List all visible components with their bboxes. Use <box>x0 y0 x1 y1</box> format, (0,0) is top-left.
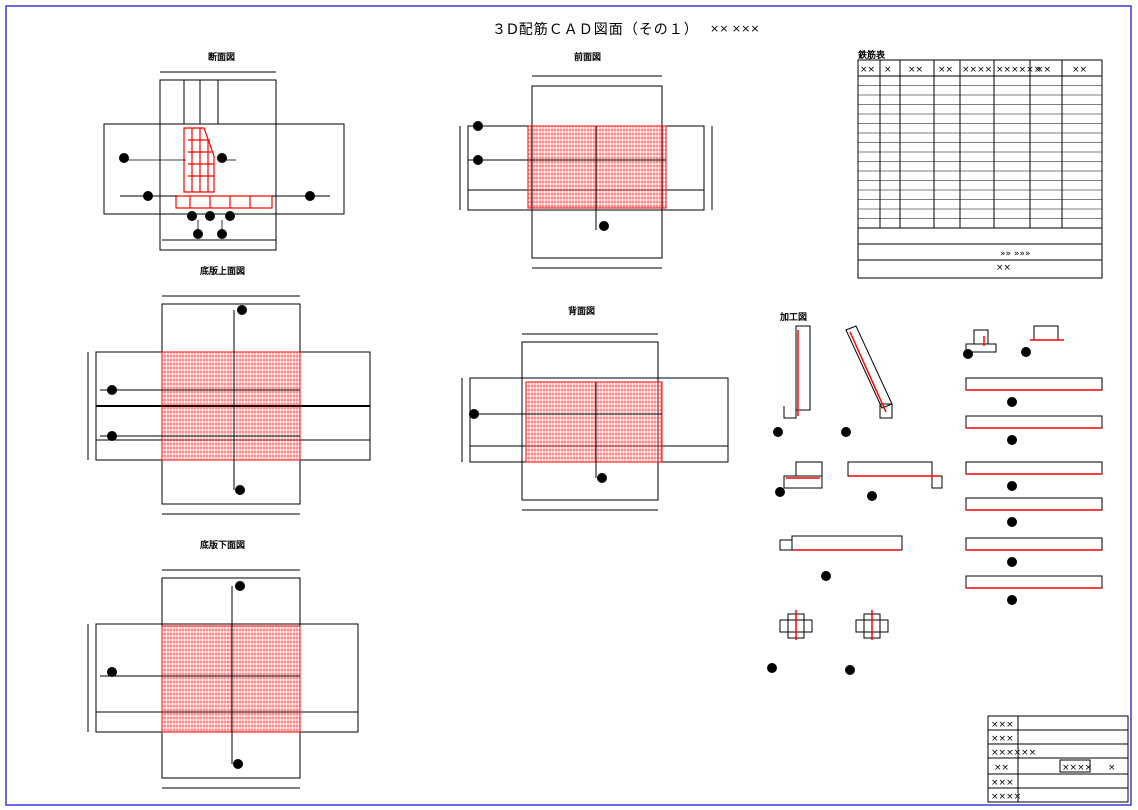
bar-shape <box>965 497 1103 511</box>
front-view-label: 前面図 <box>574 53 602 63</box>
title-block <box>987 715 1129 803</box>
title-block-row: ××× <box>991 778 1014 788</box>
table-footer-1: »» »»» <box>1000 249 1030 259</box>
table-header: ×× <box>938 65 953 75</box>
drawing-title: ３D配筋ＣＡＤ図面（その１） <box>492 22 699 38</box>
bar-shape <box>965 415 1103 429</box>
bar-shape <box>965 575 1103 589</box>
processing-view <box>767 325 1103 675</box>
table-header: ×× <box>1036 65 1051 75</box>
front-view <box>459 75 713 269</box>
section-view <box>103 71 345 251</box>
base-top-view-label: 底版上面図 <box>200 267 246 277</box>
back-view <box>461 333 729 511</box>
bar-marker <box>1007 557 1017 567</box>
table-header: ×× <box>908 65 923 75</box>
table-header: ×××××× <box>996 65 1041 75</box>
drawing-title-suffix: ×× ××× <box>710 22 760 35</box>
bar-shape <box>965 537 1103 551</box>
sheet-border <box>5 5 1132 806</box>
base-top-view <box>87 295 371 515</box>
processing-view-label: 加工図 <box>780 313 808 323</box>
table-header: × <box>884 65 892 75</box>
table-header: ×× <box>860 65 875 75</box>
bar-marker <box>1007 435 1017 445</box>
base-bottom-view-label: 底版下面図 <box>200 541 246 551</box>
bar-marker <box>1007 595 1017 605</box>
bar-shape <box>965 461 1103 475</box>
table-header: ×××× <box>962 65 992 75</box>
rebar-table-label: 鉄筋表 <box>858 51 886 61</box>
base-bottom-view <box>87 569 359 789</box>
bar-marker <box>1007 481 1017 491</box>
title-block-cell-2: × <box>1108 763 1116 773</box>
table-header: ×× <box>1072 65 1087 75</box>
table-footer-2: ×× <box>996 263 1011 273</box>
title-block-row: ×× <box>994 763 1009 773</box>
rebar-table <box>857 59 1103 279</box>
bar-marker <box>1007 397 1017 407</box>
bar-shape <box>965 377 1103 391</box>
title-block-row: ××× <box>991 734 1014 744</box>
section-view-label: 断面図 <box>208 53 236 63</box>
title-block-text: ××× ××× ×××××× ×× ××× ×××× ×××× × <box>991 720 1116 802</box>
bar-marker <box>1007 517 1017 527</box>
rebar-table-headers: ×× × ×× ×× ×××× ×××××× ×× ×× »» »»» ×× <box>860 65 1087 273</box>
title-block-cell: ×××× <box>1062 763 1092 773</box>
back-view-label: 背面図 <box>568 307 596 317</box>
title-block-row: ×××××× <box>991 748 1036 758</box>
title-block-row: ×××× <box>991 792 1021 802</box>
title-block-row: ××× <box>991 720 1014 730</box>
